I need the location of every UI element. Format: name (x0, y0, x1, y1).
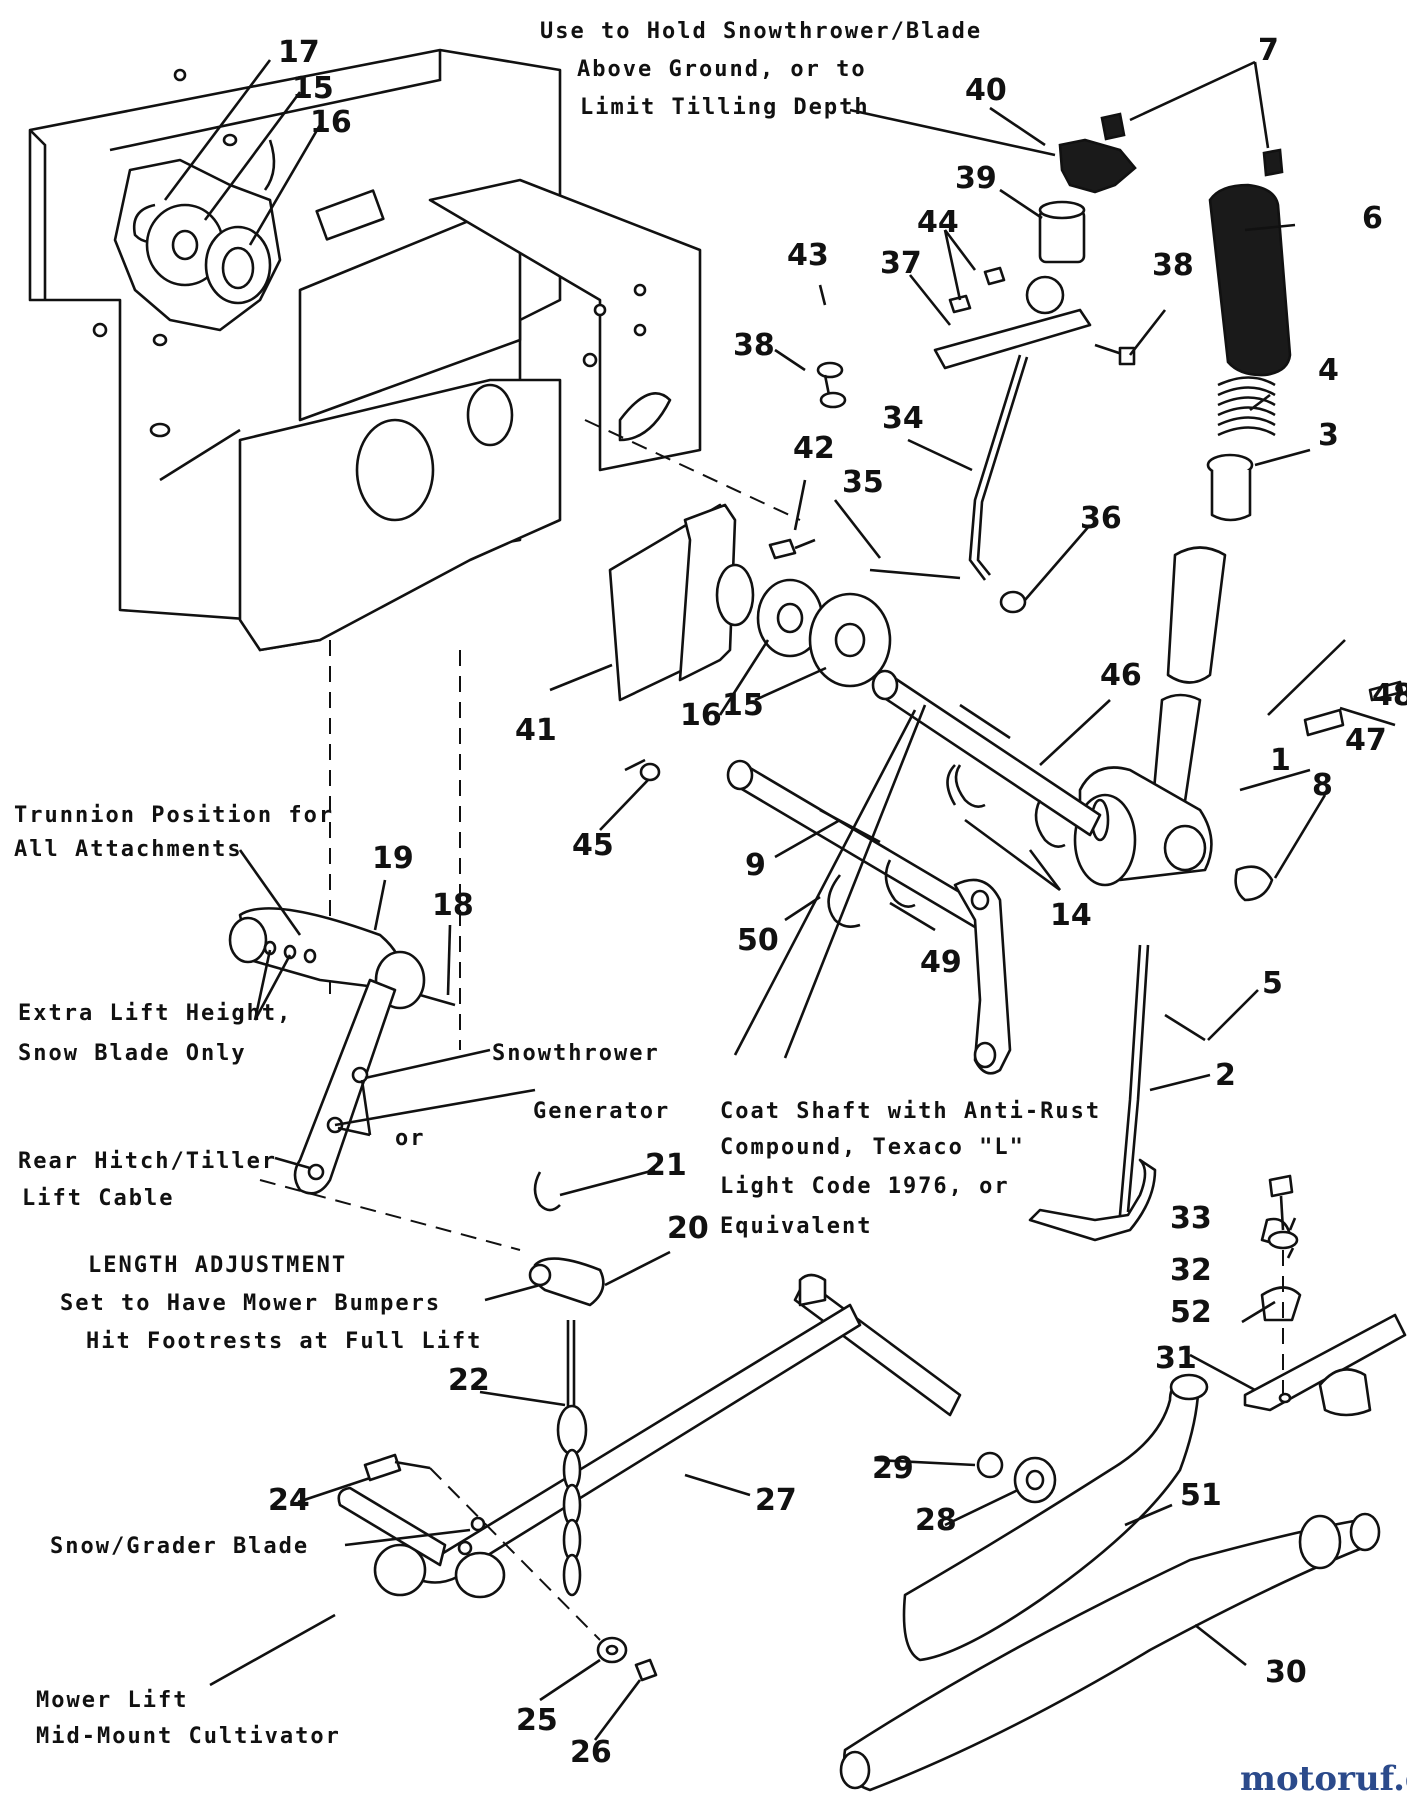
label-hold-line2: Above Ground, or to (577, 57, 867, 82)
label-generator: Generator (533, 1099, 670, 1124)
part-number-38-left: 38 (733, 328, 775, 363)
annotation-labels: Use to Hold Snowthrower/Blade Above Grou… (14, 19, 1101, 1749)
part-number-48: 48 (1372, 678, 1407, 713)
part-number-1: 1 (1270, 743, 1291, 778)
part-number-38-right: 38 (1152, 248, 1194, 283)
part-number-19: 19 (372, 841, 414, 876)
part-number-17: 17 (278, 35, 320, 70)
part-number-37: 37 (880, 246, 922, 281)
part-number-45: 45 (572, 828, 614, 863)
label-coat-line2: Compound, Texaco "L" (720, 1135, 1025, 1160)
part-number-43: 43 (787, 238, 829, 273)
part-number-16-lower: 16 (680, 698, 722, 733)
label-extra-line2: Snow Blade Only (18, 1041, 247, 1066)
part-number-44: 44 (917, 205, 959, 240)
part-number-14: 14 (1050, 898, 1092, 933)
leader-lines (163, 59, 1396, 1741)
part-numbers: 17 15 16 7 40 39 6 44 43 37 38 38 4 34 3… (268, 33, 1407, 1770)
part-number-28: 28 (915, 1503, 957, 1538)
part-number-18: 18 (432, 888, 474, 923)
part-number-25: 25 (516, 1703, 558, 1738)
label-trunnion-line2: All Attachments (14, 837, 243, 862)
part-number-2: 2 (1215, 1058, 1236, 1093)
part-number-15: 15 (292, 71, 334, 106)
label-hold-line1: Use to Hold Snowthrower/Blade (540, 19, 982, 44)
part-number-31: 31 (1155, 1341, 1197, 1376)
label-hold-line3: Limit Tilling Depth (580, 95, 870, 120)
part-number-9: 9 (745, 848, 766, 883)
part-number-29: 29 (872, 1451, 914, 1486)
part-number-24: 24 (268, 1483, 310, 1518)
part-number-22: 22 (448, 1363, 490, 1398)
label-coat-line4: Equivalent (720, 1214, 872, 1239)
part-number-20: 20 (667, 1211, 709, 1246)
part-number-15-lower: 15 (722, 688, 764, 723)
tractor-frame (28, 48, 702, 652)
label-coat-line1: Coat Shaft with Anti-Rust (720, 1099, 1101, 1124)
part-number-34: 34 (882, 401, 924, 436)
part-number-47: 47 (1345, 723, 1387, 758)
bracket-assembly (329, 419, 892, 1050)
part-number-42: 42 (793, 431, 835, 466)
label-mower-line1: Mower Lift (36, 1688, 188, 1713)
part-number-3: 3 (1318, 418, 1339, 453)
part-number-52: 52 (1170, 1295, 1212, 1330)
part-number-4: 4 (1318, 353, 1339, 388)
lift-handle-assembly (816, 112, 1404, 1242)
part-number-27: 27 (755, 1483, 797, 1518)
label-coat-line3: Light Code 1976, or (720, 1174, 1010, 1199)
label-or: or (395, 1126, 426, 1151)
clamp-bracket (1243, 1174, 1407, 1417)
pipe-assemblies (839, 1373, 1381, 1792)
part-number-41: 41 (515, 713, 557, 748)
part-number-6: 6 (1362, 201, 1383, 236)
label-mower-line2: Mid-Mount Cultivator (36, 1724, 341, 1749)
part-number-21: 21 (645, 1148, 687, 1183)
label-rear-hitch-line2: Lift Cable (22, 1186, 174, 1211)
label-length-line3: Hit Footrests at Full Lift (86, 1329, 482, 1354)
label-trunnion-line1: Trunnion Position for (14, 803, 334, 828)
part-number-26: 26 (570, 1735, 612, 1770)
part-number-30: 30 (1265, 1655, 1307, 1690)
label-rear-hitch-line1: Rear Hitch/Tiller (18, 1149, 277, 1174)
part-number-32: 32 (1170, 1253, 1212, 1288)
part-number-7: 7 (1258, 33, 1279, 68)
lower-lift-arm (337, 1273, 1057, 1682)
label-length-line2: Set to Have Mower Bumpers (60, 1291, 441, 1316)
part-number-36: 36 (1080, 501, 1122, 536)
trunnion-link (228, 907, 605, 1307)
label-snow-grader: Snow/Grader Blade (50, 1534, 309, 1559)
label-length-line1: LENGTH ADJUSTMENT (88, 1253, 347, 1278)
part-number-51: 51 (1180, 1478, 1222, 1513)
label-snowthrower: Snowthrower (492, 1041, 660, 1066)
part-number-5: 5 (1262, 966, 1283, 1001)
part-number-8: 8 (1312, 768, 1333, 803)
part-number-33: 33 (1170, 1201, 1212, 1236)
watermark-logo: motoruf.de (1240, 1759, 1407, 1799)
part-number-39: 39 (955, 161, 997, 196)
part-number-50: 50 (737, 923, 779, 958)
part-number-40: 40 (965, 73, 1007, 108)
part-number-35: 35 (842, 465, 884, 500)
part-number-49: 49 (920, 945, 962, 980)
part-number-16: 16 (310, 105, 352, 140)
label-extra-line1: Extra Lift Height, (18, 1001, 292, 1026)
part-number-46: 46 (1100, 658, 1142, 693)
lower-shaft-assembly (726, 759, 1066, 1075)
